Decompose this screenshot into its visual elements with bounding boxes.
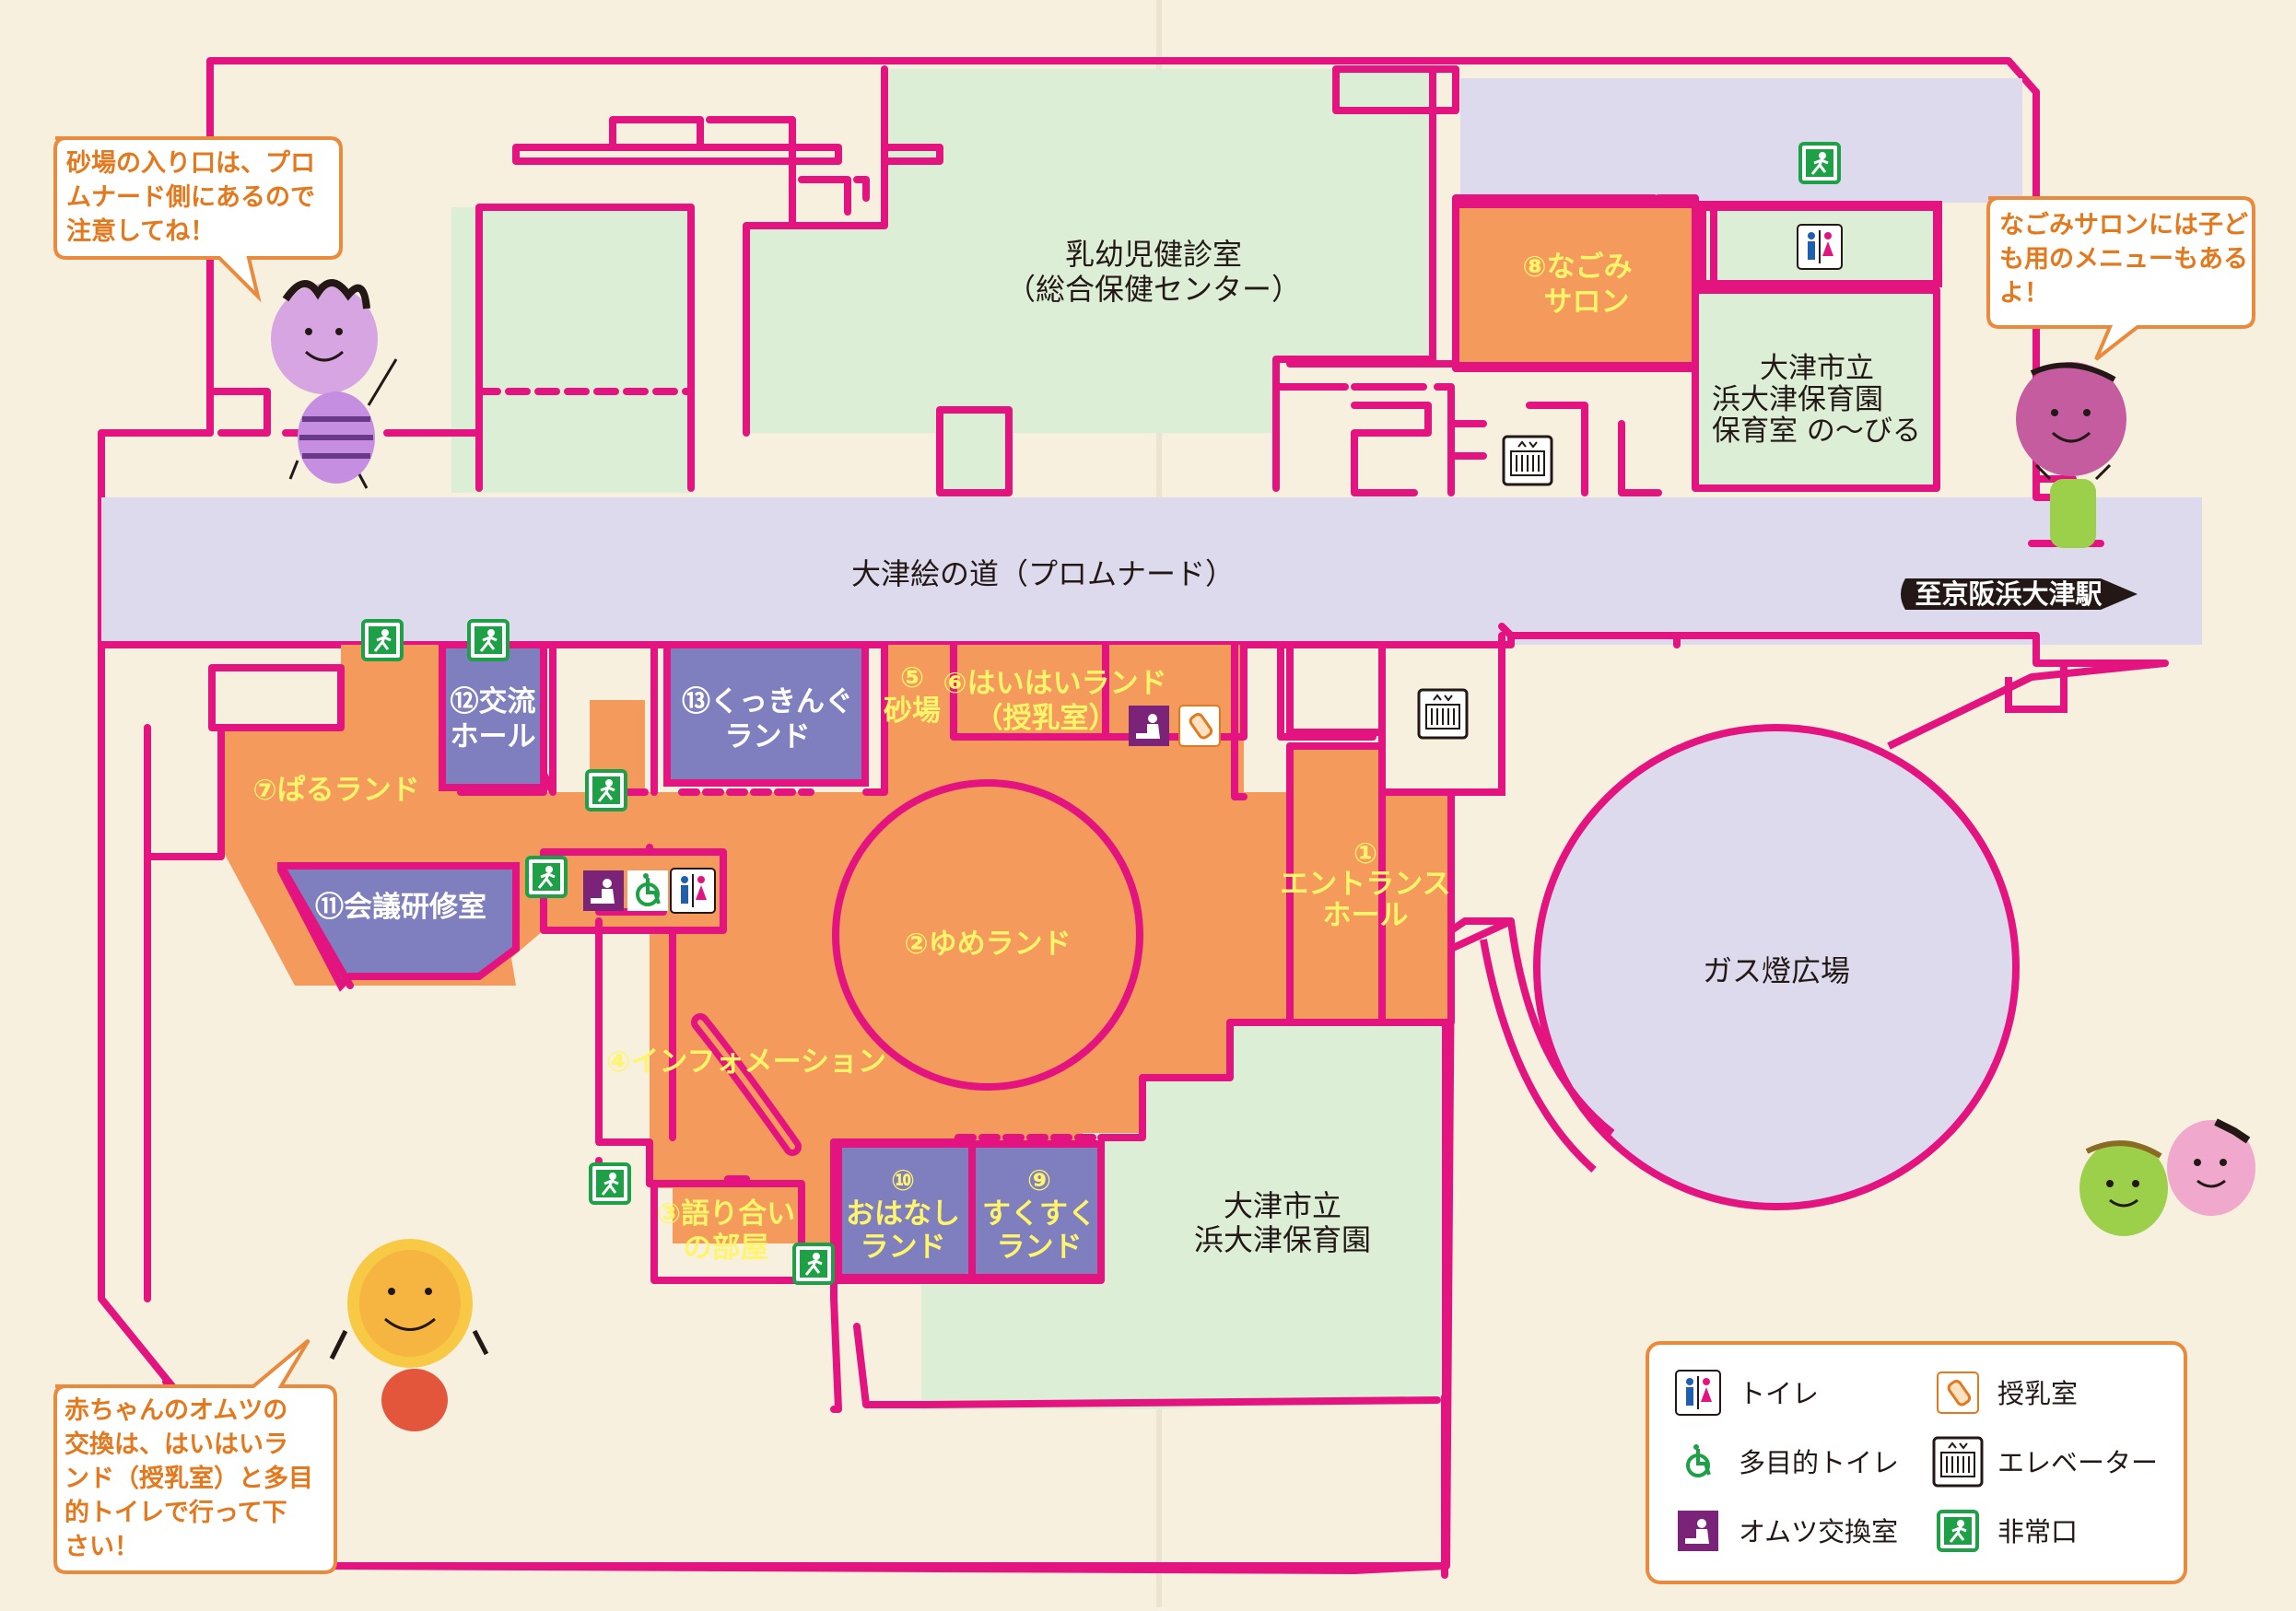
nursery-top-label-2: 浜大津保育園 [1712,383,1883,416]
legend-toilet-label: トイレ [1739,1378,1819,1409]
legend-exit-icon [1937,1510,1979,1552]
exit-icon [585,769,627,811]
gas-plaza-circle [1533,724,2020,1210]
exit-icon [525,856,568,898]
bubble-tl-line-1: 砂場の入り口は、プロ [66,149,315,178]
exit-icon [1798,142,1841,184]
legend-toilet-icon [1675,1370,1721,1416]
bubble-tl-line-3: 注意してね！ [66,216,215,246]
haihai-label-2: （授乳室） [975,702,1118,735]
koryu-hall-room [439,641,547,791]
nursery-main-area [921,1022,1442,1409]
bubble-tl-line-2: ムナード側にあるので [66,183,315,212]
green-room-top-left [451,207,691,493]
bubble-bl-line-3: ンド（授乳室）と多目 [64,1464,313,1493]
promenade-label: 大津絵の道（プロムナード） [851,556,1235,591]
promenade-area [101,497,2202,645]
nursery-main-label-1: 大津市立 [1224,1188,1341,1223]
ohanashi-label-1: ⑩ [891,1164,915,1197]
entrance-label-2: エントランス [1280,868,1450,901]
bubble-tr-line-2: も用のメニューもある [1999,245,2248,274]
clinic-label-1: 乳幼児健診室 [1065,237,1242,272]
character-pink-kid [2167,1118,2255,1216]
exit-icon [792,1243,835,1285]
sukusuku-label-1: ⑨ [1027,1164,1051,1197]
legend-exit-label: 非常口 [1997,1516,2078,1547]
multipurpose-toilet-icon [626,869,670,913]
legend-diaper-change-icon [1678,1511,1718,1551]
gas-plaza-label: ガス燈広場 [1703,953,1850,988]
koryu-label-1: ⑫交流 [451,685,536,718]
legend-elevator-icon [1932,1436,1984,1488]
speech-bubble-top-right: なごみサロンには子ど も用のメニューもある よ！ [1986,196,2255,361]
exit-icon [589,1162,631,1205]
nursery-top-label-3: 保育室 の～びる [1712,414,1921,448]
exit-icon [467,619,510,661]
bubble-bl-line-4: 的トイレで行って下 [64,1498,287,1527]
plaza-arc-2 [1480,939,1597,1173]
sand-label-1: ⑤ [900,661,924,695]
legend-box: トイレ 授乳室 多目的トイレ エレベーター オムツ交換室 非常口 [1646,1341,2187,1584]
info-label: ④インフォメーション [606,1045,886,1079]
bubble-bl-line-5: さい！ [64,1533,139,1561]
character-purple-kid [271,279,398,489]
speech-bubble-top-left: 砂場の入り口は、プロ ムナード側にあるので 注意してね！ [53,136,343,303]
toilet-icon [1797,224,1843,270]
cooking-land-room [663,641,869,787]
legend-multipurpose-toilet-icon [1676,1440,1720,1484]
toilet-icon [670,868,716,914]
legend-nursing-label: 授乳室 [1997,1378,2078,1409]
koryu-label-2: ホール [451,720,536,753]
nagomi-label-1: ⑧なごみ [1522,251,1632,284]
diaper-change-icon [1129,706,1169,746]
sukusuku-label-3: ランド [997,1231,1083,1264]
bubble-bl-line-2: 交換は、はいはいラ [64,1430,288,1459]
station-arrow: 至京阪浜大津駅 [1901,578,2138,610]
sukusuku-label-2: すくすく [982,1197,1096,1231]
nursing-room-icon [1177,704,1222,748]
sand-label-2: 砂場 [884,695,941,728]
speech-bubble-bottom-left: 赤ちゃんのオムツの 交換は、はいはいラ ンド（授乳室）と多目 的トイレで行って下… [53,1338,337,1574]
cooking-label-2: ランド [725,720,811,753]
meeting-label: ⑪会議研修室 [315,891,486,924]
bubble-bl-line-1: 赤ちゃんのオムツの [64,1396,287,1425]
nagomi-label-2: サロン [1544,286,1630,319]
character-orange-kid [329,1239,489,1431]
nursery-top-area [1695,290,1937,493]
legend-multi-toilet-label: 多目的トイレ [1739,1447,1899,1478]
legend-diaper-label: オムツ交換室 [1739,1516,1898,1547]
character-magenta-kid [2016,362,2126,548]
elevator-icon [1417,688,1469,740]
ohanashi-label-2: おはなし [846,1197,960,1231]
cooking-label-1: ⑬くっきんぐ [682,685,853,718]
yume-label: ②ゆめランド [904,928,1071,961]
katari-label-2: の部屋 [684,1232,769,1265]
character-green-kid [2079,1140,2168,1236]
haihai-label-1: ⑥はいはいランド [943,667,1166,700]
elevator-icon [1502,435,1553,486]
clinic-label-2: （総合保健センター） [1006,272,1301,307]
entrance-label-1: ① [1353,837,1377,870]
paru-label: ⑦ぱるランド [252,774,419,807]
ohanashi-label-3: ランド [861,1231,946,1264]
purple-top-right [1460,78,2022,203]
legend-elevator-label: エレベーター [1997,1447,2158,1478]
plaza-arc-1 [1507,920,1615,1137]
nagomi-salon-room [1452,201,1699,369]
legend-nursing-icon [1936,1371,1980,1415]
exit-icon [361,619,404,661]
nursery-top-label-1: 大津市立 [1760,352,1874,385]
entrance-label-3: ホール [1323,899,1409,932]
outer-boundary [98,429,1515,1579]
yume-land-circle [832,779,1143,1091]
katari-label-1: ③語り合い [657,1197,795,1231]
station-label: 至京阪浜大津駅 [1915,578,2102,610]
bubble-tr-line-1: なごみサロンには子ど [1999,210,2248,239]
diaper-change-icon [583,870,624,911]
bubble-tr-line-3: よ！ [1999,279,2049,308]
nursery-main-label-2: 浜大津保育園 [1194,1222,1371,1257]
